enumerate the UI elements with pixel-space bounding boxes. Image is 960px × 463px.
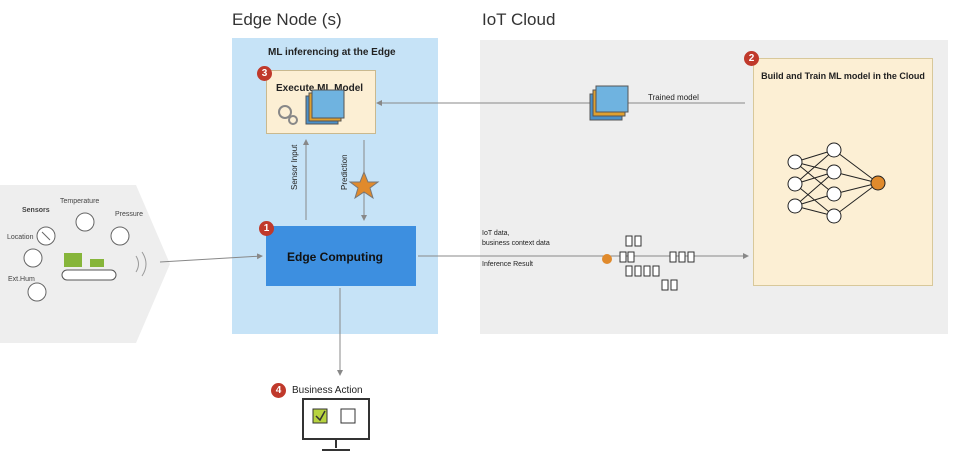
conveyor-icon — [61, 253, 117, 281]
build-train-box — [753, 58, 933, 286]
monitor-icon — [302, 398, 370, 451]
trained-model-icon — [589, 85, 629, 121]
sensor-gauge-icons — [23, 212, 130, 302]
ext-label: Ext.Hum — [8, 276, 35, 283]
build-train-label: Build and Train ML model in the Cloud — [761, 71, 925, 81]
temperature-label: Temperature — [60, 198, 100, 205]
edge-node-title: Edge Node (s) — [232, 10, 342, 29]
business-context-label: business context data — [482, 240, 550, 247]
iot-cloud-title: IoT Cloud — [482, 10, 556, 29]
prediction-star-icon — [348, 170, 380, 200]
gears-icon — [278, 105, 298, 125]
step-2-badge: 2 — [744, 51, 759, 66]
step-3-badge: 3 — [257, 66, 272, 81]
sensors-label: Sensors — [22, 207, 50, 214]
model-stack-icon — [305, 89, 345, 125]
neural-network-icon — [787, 142, 886, 224]
step-1-badge: 1 — [259, 221, 274, 236]
pressure-label: Pressure — [115, 211, 144, 218]
inferencing-title: ML inferencing at the Edge — [268, 47, 396, 58]
edge-computing-label: Edge Computing — [287, 250, 383, 264]
edge-computing-box — [266, 226, 416, 286]
business-action-label: Business Action — [292, 385, 363, 396]
inference-result-label: Inference Result — [482, 261, 533, 268]
signal-icon — [135, 251, 147, 277]
iot-data-label: IoT data, — [482, 230, 510, 237]
step-4-badge: 4 — [271, 383, 286, 398]
execute-ml-model-label: Execute ML Model — [276, 83, 364, 94]
data-flow-icon — [602, 235, 695, 291]
sensor-to-edge-arrow — [159, 253, 263, 263]
location-label: Location — [7, 234, 34, 241]
trained-model-label: Trained model — [648, 93, 699, 102]
